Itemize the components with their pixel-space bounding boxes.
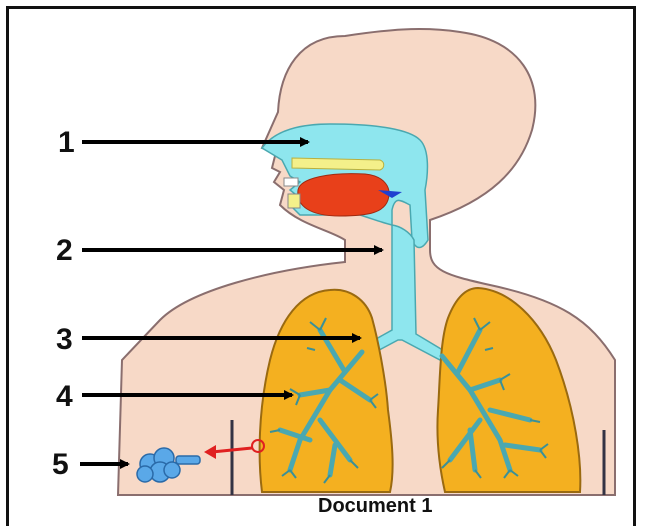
tongue <box>298 174 389 216</box>
label-5: 5 <box>52 448 69 481</box>
document-caption: Document 1 <box>318 495 432 512</box>
respiratory-system-diagram: 1 2 3 4 5 Document 1 <box>0 0 646 512</box>
label-2: 2 <box>56 234 73 267</box>
teeth <box>284 178 298 186</box>
label-1: 1 <box>58 126 75 159</box>
label-3: 3 <box>56 323 73 356</box>
label-4: 4 <box>56 380 73 413</box>
lower-teeth <box>288 194 300 208</box>
palate <box>292 158 384 170</box>
